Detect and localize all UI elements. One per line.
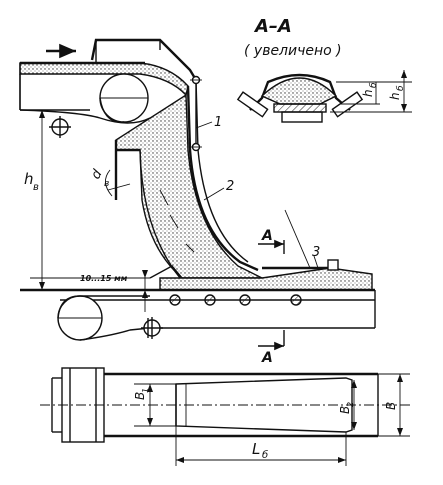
dim-h-b: h: [361, 89, 375, 97]
section-note: ( увеличено ): [244, 43, 342, 59]
section-a-a: [236, 70, 412, 123]
dim-b1-sub: 1: [141, 388, 150, 393]
dim-b1: B: [133, 392, 147, 400]
dim-l-b: L: [252, 440, 260, 458]
dimension-lines: [20, 109, 319, 351]
chute-outer-wall: [186, 85, 259, 272]
section-title: А–А: [253, 16, 292, 37]
dim-h-b-sub: б: [369, 82, 379, 88]
hood: [90, 38, 198, 81]
callout-1: 1: [214, 115, 222, 130]
plan-view: [40, 367, 410, 466]
idler-supports: [169, 294, 302, 306]
section-mark-top: A: [261, 228, 273, 244]
dim-d-v-sub: в: [104, 179, 109, 189]
dim-gap: 10...15 мм: [80, 274, 128, 283]
dim-h-v-sub: в: [33, 182, 39, 193]
dim-b: B: [384, 402, 398, 410]
dim-h-v: h: [24, 170, 34, 188]
dim-b2: B: [338, 406, 352, 414]
receiving-conveyor: [20, 259, 376, 341]
chute: [114, 75, 263, 279]
section-mark-bottom: A: [261, 350, 273, 366]
dim-h-b2-sub: б: [396, 85, 406, 91]
dim-h-b2: h: [388, 92, 402, 100]
callout-3: 3: [312, 245, 320, 260]
dim-l-b-sub: б: [262, 449, 268, 461]
dim-b2-sub: 2: [346, 402, 355, 407]
callout-2: 2: [226, 179, 234, 194]
